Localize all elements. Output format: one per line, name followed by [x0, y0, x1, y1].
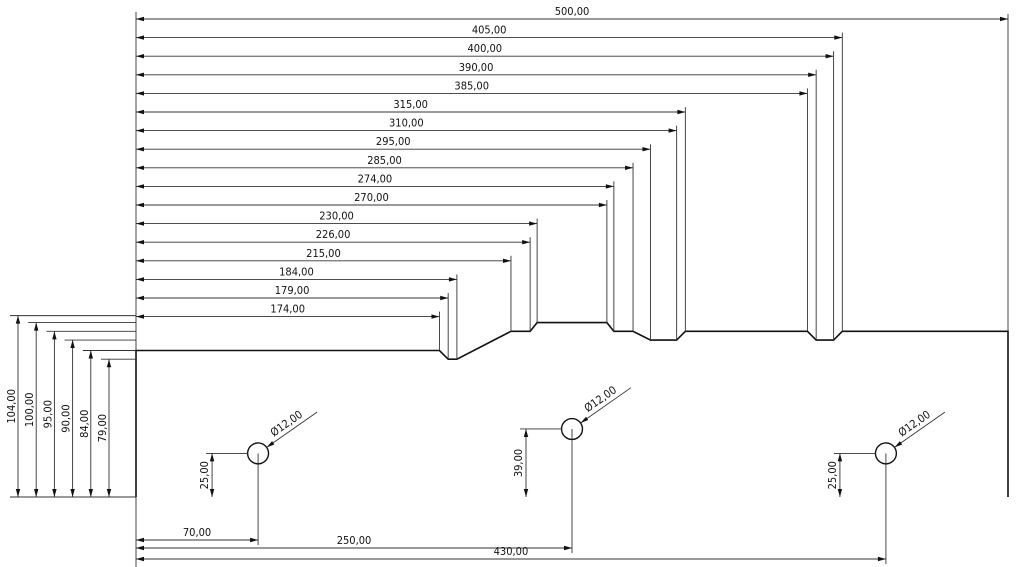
- dimension-label: 84,00: [78, 410, 91, 438]
- arrowhead: [34, 489, 39, 497]
- dimension-label: 385,00: [454, 79, 489, 92]
- arrowhead: [88, 489, 93, 497]
- arrowhead: [136, 72, 144, 77]
- arrowhead: [136, 128, 144, 133]
- dimension-label: 104,00: [5, 389, 18, 424]
- dimension-label: 310,00: [389, 117, 424, 130]
- arrowhead: [523, 428, 529, 437]
- arrowhead: [136, 295, 144, 301]
- arrowhead: [564, 545, 572, 551]
- arrowhead: [877, 556, 886, 562]
- arrowhead: [15, 315, 21, 324]
- diameter-label: Ø12,00: [582, 383, 619, 414]
- arrowhead: [136, 545, 144, 551]
- arrowhead: [837, 453, 843, 462]
- arrowhead: [250, 537, 259, 543]
- dimension-label: 179,00: [275, 284, 310, 297]
- dimension-label: 315,00: [393, 98, 428, 111]
- dimension-label: 230,00: [319, 210, 354, 223]
- arrowhead: [808, 72, 817, 77]
- arrowhead: [209, 489, 215, 497]
- arrowhead: [136, 35, 144, 40]
- arrowhead: [52, 331, 57, 340]
- diameter-label: Ø12,00: [896, 408, 933, 439]
- arrowhead: [136, 221, 144, 226]
- arrowhead: [642, 147, 651, 152]
- arrowhead: [529, 221, 538, 226]
- dimension-label: 500,00: [555, 5, 590, 18]
- arrowhead: [136, 277, 144, 282]
- arrowhead: [52, 489, 57, 497]
- dimension-label: 250,00: [337, 534, 372, 547]
- arrowhead: [448, 277, 457, 282]
- arrowhead: [136, 91, 144, 96]
- arrowhead: [136, 184, 144, 189]
- part-outline: [135, 321, 1009, 497]
- arrowhead: [523, 489, 529, 497]
- arrowhead: [136, 165, 144, 170]
- arrowhead: [136, 109, 144, 115]
- arrowhead: [136, 202, 144, 208]
- dimension-label: 215,00: [306, 247, 341, 260]
- arrowhead: [70, 340, 75, 349]
- arrowhead: [136, 240, 144, 245]
- arrowhead: [106, 359, 112, 368]
- arrowhead: [894, 441, 903, 448]
- arrowhead: [136, 54, 144, 59]
- arrowhead: [825, 54, 834, 59]
- arrowhead: [209, 453, 215, 462]
- arrowhead: [136, 147, 144, 152]
- dimension-label: 25,00: [198, 461, 211, 489]
- dimension-label: 184,00: [279, 265, 314, 278]
- arrowhead: [668, 128, 677, 133]
- arrowhead: [502, 258, 511, 263]
- arrowhead: [136, 258, 144, 263]
- dimension-label: 79,00: [96, 414, 109, 442]
- diameter-leader: [894, 411, 946, 448]
- arrowhead: [136, 16, 144, 22]
- arrowhead: [34, 322, 39, 331]
- arrowhead: [1000, 16, 1008, 22]
- dimension-label: 70,00: [183, 526, 211, 539]
- arrowhead: [136, 314, 144, 319]
- dimension-label: 25,00: [826, 461, 839, 489]
- arrowhead: [580, 416, 589, 423]
- dimension-label: 405,00: [472, 24, 507, 37]
- dimension-label: 90,00: [60, 404, 73, 432]
- arrowhead: [605, 184, 614, 189]
- arrowhead: [834, 35, 843, 40]
- dimension-label: 430,00: [494, 545, 529, 558]
- dimension-label: 390,00: [459, 61, 494, 74]
- arrowhead: [799, 91, 808, 96]
- arrowhead: [522, 240, 531, 245]
- arrowhead: [440, 295, 449, 301]
- arrowhead: [88, 350, 93, 359]
- arrowhead: [136, 556, 144, 562]
- arrowhead: [15, 489, 21, 497]
- arrowhead: [431, 314, 440, 319]
- dimension-label: 295,00: [376, 135, 411, 148]
- dimension-label: 400,00: [467, 42, 502, 55]
- arrowhead: [837, 489, 843, 497]
- arrowhead: [106, 489, 112, 497]
- dimension-label: 39,00: [512, 449, 525, 477]
- arrowhead: [598, 202, 607, 208]
- diameter-leader: [580, 387, 632, 424]
- dimension-label: 174,00: [270, 303, 305, 316]
- dimension-label: 95,00: [41, 400, 54, 428]
- diameter-leader: [266, 411, 318, 448]
- arrowhead: [625, 165, 634, 170]
- arrowhead: [70, 489, 75, 497]
- arrowhead: [136, 537, 144, 543]
- dimension-label: 285,00: [367, 154, 402, 167]
- arrowhead: [266, 441, 275, 448]
- diameter-label: Ø12,00: [268, 408, 305, 439]
- dimension-label: 274,00: [358, 172, 393, 185]
- arrowhead: [677, 109, 686, 115]
- dimension-label: 100,00: [23, 392, 36, 427]
- dimension-label: 270,00: [354, 191, 389, 204]
- dimension-label: 226,00: [316, 228, 351, 241]
